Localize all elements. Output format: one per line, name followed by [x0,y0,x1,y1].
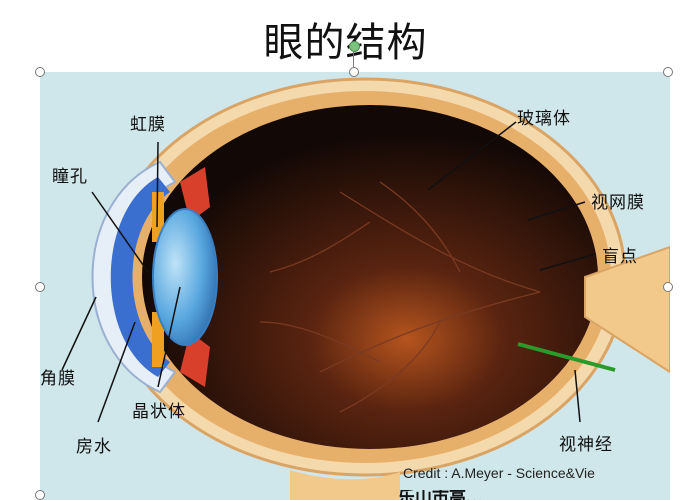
resize-handle-left[interactable] [35,282,45,292]
blood-vessels [259,181,541,413]
label-vitreous: 玻璃体 [517,109,571,129]
resize-handle-right[interactable] [663,282,673,292]
iris [152,192,164,242]
resize-handle-bottom-left[interactable] [35,490,45,500]
label-pupil: 瞳孔 [52,167,88,187]
label-optic-nerve: 视神经 [559,435,613,455]
optic-nerve-line [517,342,616,372]
sclera-lower-edge [290,470,400,500]
iris-lower [152,312,164,367]
aqueous-humor [110,177,170,377]
eye-diagram-image[interactable]: 虹膜 瞳孔 玻璃体 视网膜 盲点 角膜 晶状体 房水 视神经 [40,72,670,500]
resize-handle-top-right[interactable] [663,67,673,77]
label-aqueous: 房水 [76,437,112,457]
vitreous-body [142,105,598,449]
eye-cross-section [61,77,670,500]
image-credit: Credit : A.Meyer - Science&Vie [403,465,595,481]
optic-nerve [584,245,670,374]
label-lens: 晶状体 [132,402,186,422]
slide-title: 眼的结构 [263,20,428,66]
rotate-handle-stem [353,51,354,67]
lens [152,208,218,346]
resize-handle-top[interactable] [349,67,359,77]
partial-footer-text: 乐山市高… [398,490,483,500]
label-retina: 视网膜 [591,193,645,213]
resize-handle-top-left[interactable] [35,67,45,77]
rotate-handle[interactable] [349,41,360,52]
label-blind-spot: 盲点 [602,247,638,267]
label-iris: 虹膜 [130,115,166,135]
leader-lines [61,121,597,423]
label-cornea: 角膜 [40,369,76,389]
